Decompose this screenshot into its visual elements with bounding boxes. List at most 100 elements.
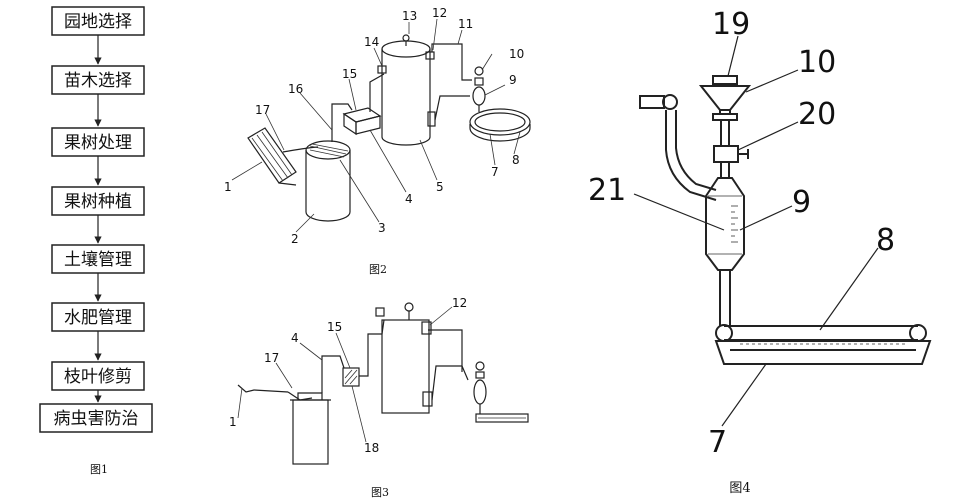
- flow-step-8: 病虫害防治: [39, 403, 153, 433]
- pipe-16: [331, 103, 353, 142]
- pipe-lower-side: [431, 365, 469, 401]
- label-15: 15: [342, 67, 357, 81]
- solar-panel: [247, 127, 297, 186]
- drip-line: [714, 324, 932, 365]
- label-21-detail: 21: [588, 173, 626, 208]
- pipe-15-side: [359, 319, 385, 377]
- figure-4-detail: 19 10 20 21 9 8 7 图4: [588, 7, 932, 496]
- label-7: 7: [491, 165, 499, 179]
- flow-step-3-label: 果树处理: [64, 133, 132, 153]
- flow-step-6: 水肥管理: [51, 302, 145, 332]
- leader: [727, 35, 739, 77]
- leader: [339, 159, 380, 223]
- leader: [373, 47, 383, 67]
- pipe-lower: [434, 95, 470, 121]
- leader: [295, 213, 315, 233]
- label-18-side: 18: [364, 441, 379, 455]
- flow-step-8-label: 病虫害防治: [54, 409, 139, 429]
- flow-step-6-label: 水肥管理: [64, 308, 132, 328]
- flow-step-4: 果树种植: [51, 186, 145, 216]
- leader: [351, 385, 367, 443]
- pipe-4-side: [321, 355, 345, 393]
- leader: [275, 362, 293, 389]
- label-4-side: 4: [291, 331, 299, 345]
- flow-step-1-label: 园地选择: [64, 12, 132, 32]
- label-9-detail: 9: [792, 185, 811, 220]
- leader: [737, 121, 799, 151]
- label-8: 8: [512, 153, 520, 167]
- leader: [721, 363, 767, 427]
- flow-step-5-label: 土壤管理: [64, 249, 132, 270]
- dosing-vessel: [705, 177, 745, 271]
- pipe-17: [282, 146, 319, 153]
- flow-step-5: 土壤管理: [51, 244, 145, 274]
- label-7-detail: 7: [708, 425, 727, 460]
- label-1-side: 1: [229, 415, 237, 429]
- leader: [348, 78, 357, 111]
- leader: [335, 332, 351, 369]
- flow-step-2-label: 苗木选择: [64, 71, 132, 91]
- dosing-unit-side: [473, 361, 487, 414]
- flow-step-4-label: 果树种植: [64, 192, 132, 212]
- figure-2-caption: 图2: [369, 263, 387, 276]
- collection-tank-side: [290, 392, 331, 465]
- figure-1-flowchart: 园地选择 苗木选择 果树处理 果树种植 土壤管理 水肥管理 枝叶: [39, 6, 153, 476]
- pump-box: [342, 107, 382, 136]
- label-17: 17: [255, 103, 270, 117]
- drip-ring: [469, 108, 531, 142]
- leader: [299, 92, 333, 131]
- label-12: 12: [432, 6, 447, 20]
- leader: [231, 161, 263, 181]
- label-8-detail: 8: [876, 223, 895, 258]
- figure-3-side-view: 12 15 4 17 1 18 图3: [229, 296, 529, 499]
- leader: [265, 113, 285, 151]
- label-3: 3: [378, 221, 386, 235]
- panel-side: [237, 384, 289, 393]
- curved-pipe: [665, 110, 717, 201]
- leader: [419, 139, 438, 181]
- valve: [713, 145, 749, 163]
- label-4: 4: [405, 192, 413, 206]
- leader: [745, 69, 799, 93]
- leader: [299, 342, 323, 361]
- leader: [484, 84, 506, 96]
- main-tank: [377, 34, 436, 146]
- leader: [819, 247, 879, 331]
- label-12-side: 12: [452, 296, 467, 310]
- leader: [429, 306, 453, 326]
- figure-2-apparatus: 13 12 11 14 10 15 9 16 17 8 7 5 4 1 3 2 …: [224, 6, 531, 276]
- flow-step-7-label: 枝叶修剪: [64, 367, 132, 387]
- collection-tank: [305, 140, 351, 222]
- label-9: 9: [509, 73, 517, 87]
- label-5: 5: [436, 180, 444, 194]
- label-19-detail: 19: [712, 7, 750, 42]
- flow-step-2: 苗木选择: [51, 65, 145, 95]
- pipe-12-side: [428, 329, 463, 372]
- flow-step-3: 果树处理: [51, 127, 145, 157]
- figure-4-caption: 图4: [729, 481, 750, 496]
- flow-step-1: 园地选择: [51, 6, 145, 36]
- label-20-detail: 20: [798, 97, 836, 132]
- leader: [489, 133, 496, 166]
- leader: [481, 53, 493, 71]
- leader: [432, 18, 438, 51]
- leader: [513, 131, 521, 155]
- pipe-14: [369, 73, 385, 112]
- label-2: 2: [291, 232, 299, 246]
- main-tank-side: [375, 302, 433, 414]
- label-11: 11: [458, 17, 473, 31]
- leader: [739, 205, 793, 231]
- label-10-detail: 10: [798, 45, 836, 80]
- curved-pipe-inner: [675, 110, 717, 191]
- filter-box: [342, 367, 360, 387]
- figure-1-caption: 图1: [90, 463, 108, 476]
- leader: [457, 29, 463, 45]
- label-13: 13: [402, 9, 417, 23]
- leader: [633, 193, 725, 231]
- leader: [369, 129, 407, 193]
- inlet-pipe: [639, 94, 678, 110]
- flow-step-7: 枝叶修剪: [51, 361, 145, 391]
- dosing-unit: [472, 66, 486, 112]
- drip-line-side: [475, 413, 529, 423]
